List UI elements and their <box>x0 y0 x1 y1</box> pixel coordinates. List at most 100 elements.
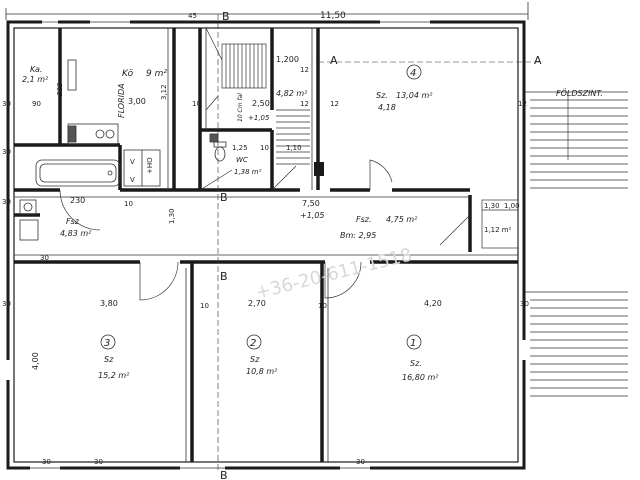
dim-10-a: 10 <box>192 100 201 108</box>
dim-30-f: 30 <box>42 458 51 466</box>
bath-fixtures <box>19 199 39 241</box>
dim-1-30: 1,30 <box>484 202 500 210</box>
room3-area: 15,2 m² <box>98 371 130 380</box>
dim-10-e: 10 <box>260 144 269 152</box>
hall-bm: Bm: 2,95 <box>340 231 376 240</box>
outside-stairs-lower <box>524 291 628 397</box>
dim-v: V <box>130 158 135 166</box>
floor-level-label: FÖLDSZINT. <box>556 88 603 98</box>
room4-name: Sz. <box>376 91 388 100</box>
dim-12-a: 12 <box>300 66 309 74</box>
dim-v2: V <box>130 176 135 184</box>
window-marks <box>30 21 430 469</box>
section-a-left: A <box>330 54 338 67</box>
room4-number: 4 <box>410 68 416 79</box>
boiler-box <box>123 149 161 187</box>
room3-number: 3 <box>104 338 110 349</box>
dim-10-d: 10 <box>318 302 327 310</box>
kitchen-area: 9 m² <box>146 69 167 79</box>
dim-ho: +HO <box>146 157 154 174</box>
wc-dim1: 1,25 <box>232 144 248 152</box>
dim-12-b: 12 <box>330 100 339 108</box>
chimney-block <box>314 162 324 176</box>
dim-30-i: 30 <box>520 300 529 308</box>
kitchen-name: Kö <box>122 69 134 79</box>
dim-12-c: 12 <box>518 100 527 108</box>
section-b-mid: B <box>220 191 228 204</box>
dim-1-00: 1,00 <box>504 202 520 210</box>
dim-10-b: 10 <box>124 200 133 208</box>
kamra-name: Ka. <box>30 65 42 74</box>
room1-area: 16,80 m² <box>402 373 439 382</box>
room2-number: 2 <box>250 338 256 349</box>
bath-dim: 230 <box>70 196 85 205</box>
dim-30-b: 30 <box>2 148 11 156</box>
room2-dim: 2,70 <box>248 299 266 308</box>
outer-walls <box>6 20 526 470</box>
room2-name: Sz <box>250 355 260 364</box>
stair-note: 10 Cm fal <box>237 93 244 122</box>
bathtub <box>35 159 121 187</box>
room1-dim: 4,20 <box>424 299 442 308</box>
room1-name: Sz. <box>410 359 422 368</box>
window-gaps <box>6 20 526 470</box>
interior-walls <box>14 28 518 462</box>
hall-name: Fsz. <box>356 215 372 224</box>
small-dimensions: 30 90 30 30 30 30 30 30 30 30 12 12 12 1… <box>2 66 529 466</box>
wall-inner-lines <box>14 28 518 462</box>
phone-watermark: +36-20-611-1518 <box>253 244 414 303</box>
dim-1-12: 1,12 m² <box>484 226 512 234</box>
dim-30-d: 30 <box>40 254 49 262</box>
dim-10-c: 10 <box>200 302 209 310</box>
hall-area: 4,75 m² <box>386 215 418 224</box>
room4-number-circle <box>406 64 422 80</box>
room4-area: 13,04 m² <box>396 91 433 100</box>
door-swings <box>59 159 471 301</box>
dim-30-c: 30 <box>2 198 11 206</box>
top-dimension-line <box>5 2 529 20</box>
stair-dim1: 1,200 <box>276 55 299 64</box>
dim-30-e: 30 <box>2 300 11 308</box>
dim-30-g: 30 <box>94 458 103 466</box>
stair-level: +1,05 <box>248 114 270 122</box>
dim-90: 90 <box>32 100 41 108</box>
kamra-area: 2,1 m² <box>22 75 49 84</box>
dim-30-h: 30 <box>356 458 365 466</box>
hall-dim: 7,50 <box>302 199 320 208</box>
section-lines <box>217 14 540 470</box>
room1-number-circle <box>406 334 422 350</box>
outside-stairs-upper <box>524 91 628 189</box>
kamra-dim: 222 <box>56 82 64 96</box>
section-b-low: B <box>220 270 228 283</box>
florida-label: FLORIDA <box>117 83 126 118</box>
dim-1-30b: 1,30 <box>168 208 176 224</box>
kitchen-side: 3,12 <box>160 84 168 100</box>
room1-number: 1 <box>410 338 416 349</box>
section-a-right: A <box>534 54 542 67</box>
stair-area: 4,82 m² <box>276 89 308 98</box>
wc-toilet <box>209 133 227 162</box>
dim-12-d: 12 <box>300 100 309 108</box>
stair-dim2: 2,50 <box>252 99 270 108</box>
room2-number-circle <box>246 334 262 350</box>
bath-area: 4,83 m² <box>60 229 92 238</box>
entrance-platform <box>481 199 519 249</box>
bath-name: Fsz <box>66 217 80 226</box>
wc-name: WC <box>236 156 248 164</box>
hall-level: +1,05 <box>300 211 325 220</box>
wc-dim2: 1,10 <box>286 144 302 152</box>
wc-area: 1,38 m² <box>234 168 262 176</box>
kitchen-counter <box>67 59 119 145</box>
room3-name: Sz <box>104 355 114 364</box>
room2-area: 10,8 m² <box>246 367 278 376</box>
dim-30-a: 30 <box>2 100 11 108</box>
section-b-top: B <box>222 10 230 23</box>
top-left-mark: 45 <box>188 12 197 20</box>
section-b-bottom: B <box>220 469 228 480</box>
kitchen-dim: 3,00 <box>128 97 146 106</box>
room3-number-circle <box>100 334 116 350</box>
room4-dim: 4,18 <box>378 103 396 112</box>
room3-dim: 3,80 <box>100 299 118 308</box>
